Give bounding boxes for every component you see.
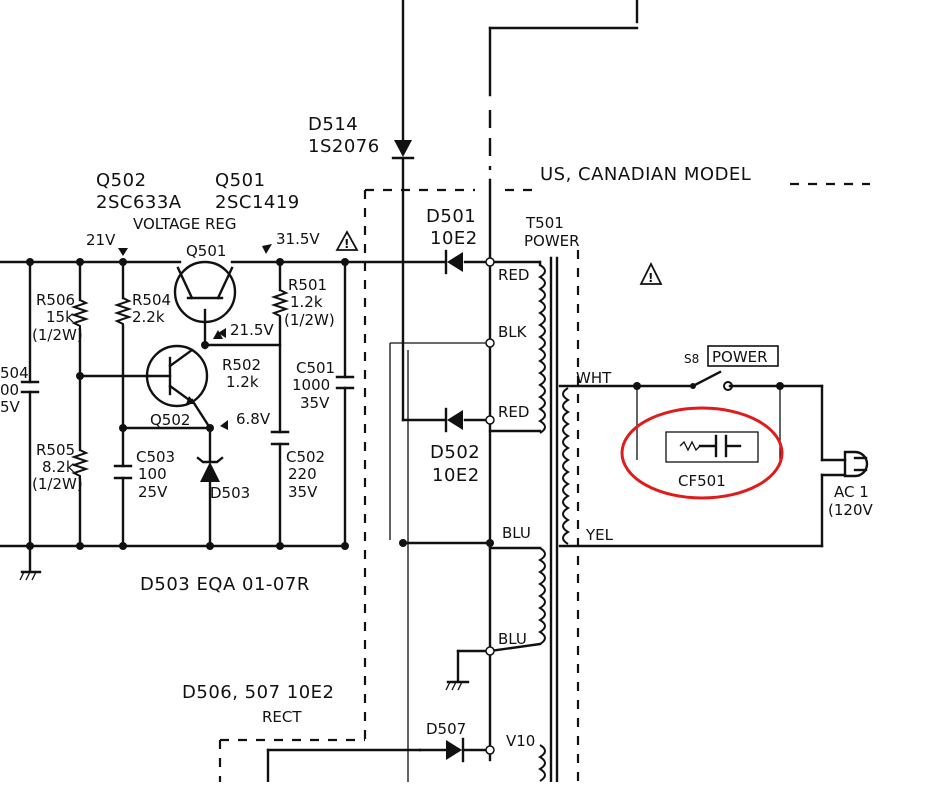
transistor-q502 xyxy=(145,344,209,408)
label-v21-5: 21.5V xyxy=(230,321,274,339)
label-t501: T501 xyxy=(525,214,564,232)
resistor-r501 xyxy=(270,289,290,318)
schematic-labels: D514 1S2076 Q502 2SC633A Q501 2SC1419 VO… xyxy=(0,114,873,750)
label-r505: R505 xyxy=(36,441,75,459)
label-d501: D501 xyxy=(426,206,476,227)
dashed-boundaries xyxy=(218,182,870,782)
diode-d502 xyxy=(444,407,463,433)
label-c503-v: 25V xyxy=(138,483,168,501)
diode-d514 xyxy=(391,140,415,160)
capacitor-cf501 xyxy=(665,431,759,463)
label-c501-val: 1000 xyxy=(292,376,330,394)
label-v21: 21V xyxy=(86,231,116,249)
label-q502-symbol: Q502 xyxy=(150,411,190,429)
zener-d503 xyxy=(196,456,224,482)
label-d506-507: D506, 507 10E2 xyxy=(182,682,334,703)
ac-plug-icon xyxy=(843,450,869,478)
label-c502: C502 xyxy=(286,448,325,466)
svg-text:!: ! xyxy=(344,237,349,251)
label-t501-type: POWER xyxy=(524,232,580,250)
warning-triangle-icon: ! xyxy=(639,261,663,285)
label-r505-w: (1/2W) xyxy=(32,475,83,493)
label-v10: V10 xyxy=(506,732,535,750)
label-d502-part: 10E2 xyxy=(432,465,480,486)
label-d514: D514 xyxy=(308,114,358,135)
label-r504-val: 2.2k xyxy=(132,308,165,326)
label-d503-note: D503 EQA 01-07R xyxy=(140,574,310,595)
label-blu-top: BLU xyxy=(502,524,531,542)
label-q501-title: Q501 xyxy=(215,170,266,191)
voltage-marker-icons xyxy=(118,244,272,430)
diode-d507 xyxy=(446,737,465,763)
label-c503-val: 100 xyxy=(138,465,167,483)
warning-triangle-icon: ! xyxy=(335,230,359,251)
label-v31-5: 31.5V xyxy=(276,230,320,248)
highlight-circle-cf501 xyxy=(620,406,784,500)
ground-symbol-left xyxy=(19,570,42,581)
label-q502-title: Q502 xyxy=(96,170,147,191)
label-yel: YEL xyxy=(585,526,614,544)
label-r506-val: 15k xyxy=(46,308,74,326)
label-d503-symbol: D503 xyxy=(210,484,250,502)
wiring xyxy=(0,0,847,784)
label-region: US, CANADIAN MODEL xyxy=(540,164,751,185)
transformer-t501 xyxy=(488,256,570,784)
label-blu-bottom: BLU xyxy=(498,630,527,648)
label-r501: R501 xyxy=(288,276,327,294)
capacitor-c503 xyxy=(113,464,133,480)
label-ac-line1: AC 1 xyxy=(834,483,869,501)
resistor-cf501-part xyxy=(679,440,701,452)
label-q501-symbol: Q501 xyxy=(186,242,226,260)
label-cf501: CF501 xyxy=(678,472,726,490)
label-c504-a: 504 xyxy=(0,364,29,382)
label-ac-line2: (120V xyxy=(828,501,873,519)
label-voltage-reg: VOLTAGE REG xyxy=(133,215,236,233)
label-q502-part: 2SC633A xyxy=(96,192,182,213)
resistor-r504 xyxy=(113,297,133,326)
junction-dots xyxy=(26,257,784,755)
label-d501-part: 10E2 xyxy=(430,228,478,249)
label-c501-v: 35V xyxy=(300,394,330,412)
svg-text:!: ! xyxy=(648,271,653,285)
diode-d501 xyxy=(444,249,463,275)
label-d514-part: 1S2076 xyxy=(308,136,380,157)
capacitor-c504 xyxy=(20,380,40,394)
label-r506: R506 xyxy=(36,291,75,309)
label-c502-val: 220 xyxy=(288,465,317,483)
label-c501: C501 xyxy=(296,359,335,377)
label-blk: BLK xyxy=(498,323,528,341)
label-r506-w: (1/2W) xyxy=(32,326,83,344)
label-c502-v: 35V xyxy=(288,483,318,501)
label-r502-val: 1.2k xyxy=(226,373,259,391)
label-s8: S8 xyxy=(684,352,699,366)
label-c503: C503 xyxy=(136,448,175,466)
label-red-mid: RED xyxy=(498,403,529,421)
label-r504: R504 xyxy=(132,291,171,309)
transistor-q501 xyxy=(173,260,237,339)
label-c504-c: 5V xyxy=(0,398,21,416)
label-red-top: RED xyxy=(498,266,529,284)
label-c504-b: 00 xyxy=(0,381,19,399)
capacitor-c502 xyxy=(270,430,290,446)
label-power-switch: POWER xyxy=(712,348,768,366)
label-r501-w: (1/2W) xyxy=(284,311,335,329)
label-d502: D502 xyxy=(430,442,480,463)
label-q501-part: 2SC1419 xyxy=(215,192,300,213)
label-r501-val: 1.2k xyxy=(290,293,323,311)
label-wht: WHT xyxy=(576,369,612,387)
label-v6-8: 6.8V xyxy=(236,410,271,428)
label-d507: D507 xyxy=(426,720,466,738)
label-r505-val: 8.2k xyxy=(42,458,75,476)
ground-symbol-blu xyxy=(445,680,470,691)
power-switch-s8 xyxy=(690,345,779,391)
label-r502: R502 xyxy=(222,356,261,374)
resistor-r506 xyxy=(70,299,90,330)
capacitor-c501 xyxy=(335,375,355,390)
label-rect: RECT xyxy=(262,708,302,726)
resistor-r505 xyxy=(70,449,90,480)
